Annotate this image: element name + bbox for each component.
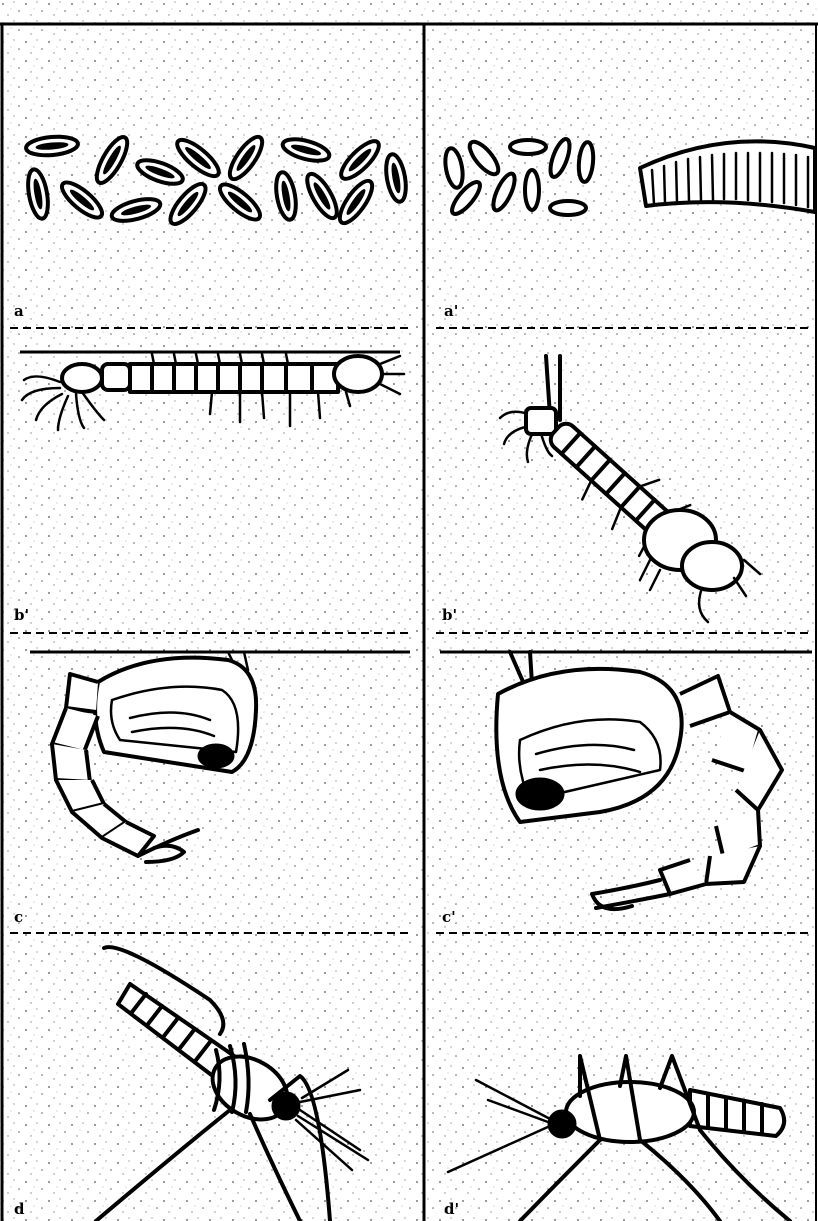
panel-label-b-prime: b' <box>442 606 457 624</box>
panel-label-d-prime: d' <box>444 1200 459 1218</box>
panel-label-d: d <box>14 1200 25 1218</box>
panel-label-c-prime: c' <box>442 908 456 926</box>
panel-label-b: b' <box>14 606 29 624</box>
panel-label-c: c <box>14 908 23 926</box>
panel-label-a-prime: a' <box>444 302 458 320</box>
panel-label-a: a <box>14 302 24 320</box>
